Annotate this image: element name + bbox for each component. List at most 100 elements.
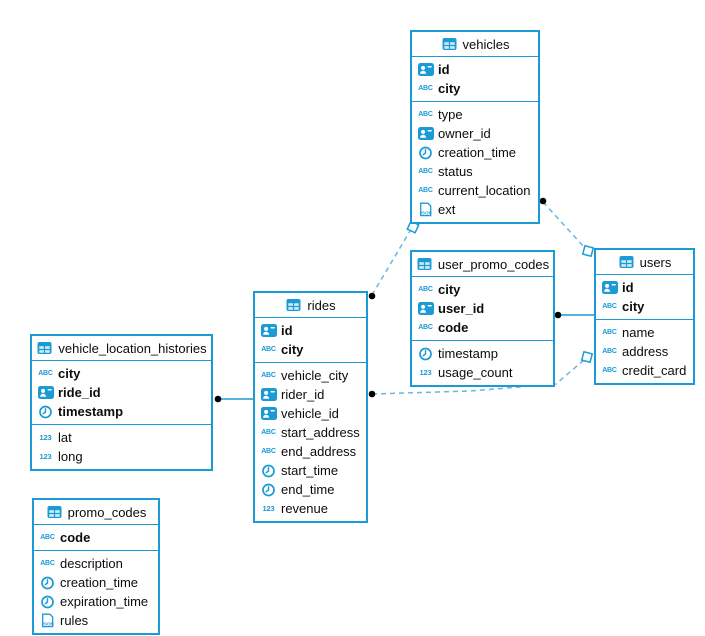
table-header[interactable]: users	[596, 250, 693, 275]
table-header[interactable]: vehicles	[412, 32, 538, 57]
column-row-expiration_time[interactable]: expiration_time	[34, 592, 158, 611]
column-label: rules	[60, 613, 89, 628]
id-type-icon	[417, 127, 434, 140]
primary-key-section: ABC city ride_id timestamp	[32, 361, 211, 425]
table-icon	[36, 341, 53, 355]
json-type-icon: JSON	[417, 202, 434, 217]
column-label: usage_count	[438, 365, 513, 380]
num-type-icon: 123	[419, 367, 432, 377]
column-label: city	[281, 342, 304, 357]
table-icon	[618, 255, 635, 269]
column-label: revenue	[281, 501, 328, 516]
clock-type-icon	[39, 594, 56, 609]
id-type-icon	[260, 388, 277, 401]
column-row-rider_id[interactable]: rider_id	[255, 385, 366, 404]
column-label: vehicle_id	[281, 406, 339, 421]
column-row-id[interactable]: id	[412, 60, 538, 79]
column-label: ride_id	[58, 385, 101, 400]
column-label: city	[58, 366, 81, 381]
table-header[interactable]: user_promo_codes	[412, 252, 553, 277]
column-row-creation_time[interactable]: creation_time	[34, 573, 158, 592]
abc-type-icon: ABC	[261, 372, 276, 379]
table-header[interactable]: rides	[255, 293, 366, 318]
abc-type-icon: ABC	[40, 534, 55, 541]
svg-text:JSON: JSON	[419, 210, 432, 215]
num-type-icon: 123	[39, 432, 52, 442]
column-row-owner_id[interactable]: owner_id	[412, 124, 538, 143]
column-label: creation_time	[438, 145, 517, 160]
column-row-lat[interactable]: 123 lat	[32, 428, 211, 447]
abc-type-icon: ABC	[38, 370, 53, 377]
column-row-rules[interactable]: JSON rules	[34, 611, 158, 630]
column-row-timestamp[interactable]: timestamp	[412, 344, 553, 363]
id-type-icon	[601, 281, 618, 294]
column-row-end_time[interactable]: end_time	[255, 480, 366, 499]
table-header[interactable]: vehicle_location_histories	[32, 336, 211, 361]
table-icon	[416, 257, 433, 271]
column-row-start_time[interactable]: start_time	[255, 461, 366, 480]
column-label: city	[438, 81, 461, 96]
column-label: lat	[58, 430, 72, 445]
column-label: expiration_time	[60, 594, 149, 609]
column-label: rider_id	[281, 387, 325, 402]
id-type-icon	[417, 302, 434, 315]
column-row-id[interactable]: id	[255, 321, 366, 340]
column-label: timestamp	[58, 404, 124, 419]
column-row-vehicle_id[interactable]: vehicle_id	[255, 404, 366, 423]
column-row-city[interactable]: ABC city	[32, 364, 211, 383]
column-row-usage_count[interactable]: 123 usage_count	[412, 363, 553, 382]
column-label: user_id	[438, 301, 485, 316]
column-row-name[interactable]: ABC name	[596, 323, 693, 342]
abc-type-icon: ABC	[40, 560, 55, 567]
table-title: vehicle_location_histories	[58, 340, 207, 356]
abc-type-icon: ABC	[602, 329, 617, 336]
column-label: timestamp	[438, 346, 498, 361]
table-icon	[441, 37, 458, 51]
column-row-creation_time[interactable]: creation_time	[412, 143, 538, 162]
column-row-user_id[interactable]: user_id	[412, 299, 553, 318]
json-type-icon: JSON	[39, 613, 56, 628]
abc-type-icon: ABC	[418, 168, 433, 175]
column-label: name	[622, 325, 655, 340]
column-row-timestamp[interactable]: timestamp	[32, 402, 211, 421]
column-row-ride_id[interactable]: ride_id	[32, 383, 211, 402]
abc-type-icon: ABC	[418, 187, 433, 194]
clock-type-icon	[417, 346, 434, 361]
column-label: type	[438, 107, 463, 122]
column-label: code	[438, 320, 469, 335]
table-header[interactable]: promo_codes	[34, 500, 158, 525]
column-label: end_address	[281, 444, 357, 459]
table-title: rides	[307, 297, 336, 313]
column-row-id[interactable]: id	[596, 278, 693, 297]
column-label: start_address	[281, 425, 360, 440]
